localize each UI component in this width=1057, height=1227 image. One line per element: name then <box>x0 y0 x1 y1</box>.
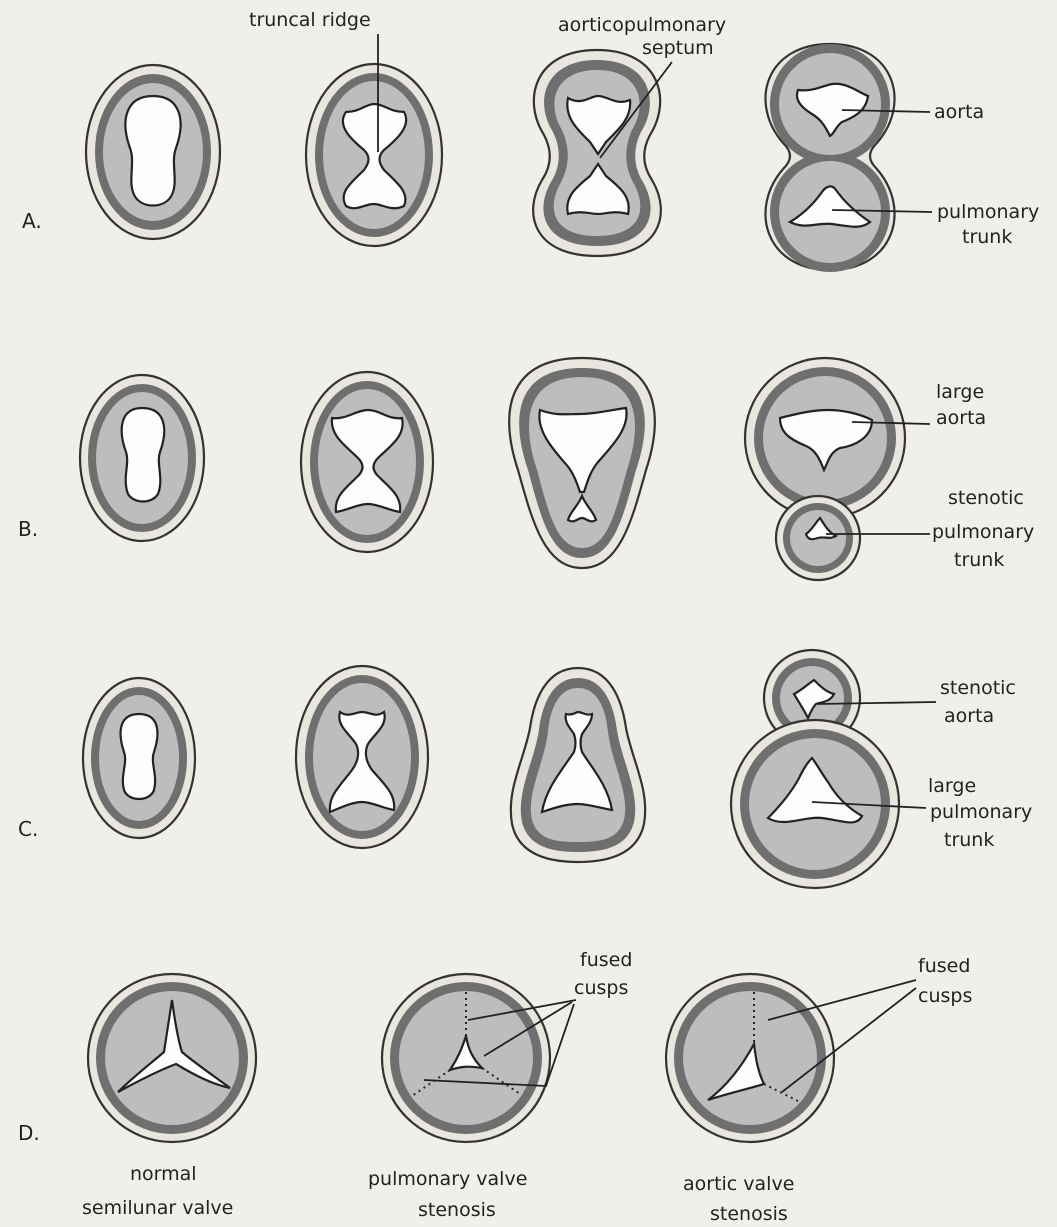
caption-normal-1: normal <box>130 1163 197 1185</box>
label-fused-cusps-1b: cusps <box>574 977 628 999</box>
row-b-stage-2-vessel <box>301 372 433 552</box>
label-large-pulm-2: pulmonary <box>930 801 1032 823</box>
label-septum: septum <box>642 37 714 59</box>
pulmonary-valve-stenosis <box>382 974 550 1142</box>
label-large-aorta-2: aorta <box>936 407 986 429</box>
row-label-c: C. <box>18 817 38 841</box>
row-a-stage-3-vessel <box>533 50 661 256</box>
row-a-stage-2-vessel <box>306 64 442 246</box>
row-a-stage-4-vessel <box>765 44 894 272</box>
label-aorta: aorta <box>934 101 984 123</box>
caption-pulm-stenosis-2: stenosis <box>418 1199 496 1221</box>
label-pulmonary-1: pulmonary <box>937 201 1039 223</box>
label-large-pulm-1: large <box>928 775 976 797</box>
row-label-d: D. <box>18 1121 40 1145</box>
row-b-stage-1-vessel <box>80 375 204 541</box>
aortic-valve-stenosis <box>666 974 834 1142</box>
label-large-pulm-3: trunk <box>944 829 994 851</box>
row-a-stage-1-vessel <box>86 65 220 239</box>
label-truncal-ridge: truncal ridge <box>249 9 371 31</box>
caption-aortic-stenosis-2: stenosis <box>710 1203 788 1225</box>
caption-normal-2: semilunar valve <box>82 1197 233 1219</box>
row-c-stage-1-vessel <box>83 678 195 838</box>
label-fused-cusps-2a: fused <box>918 955 970 977</box>
row-c-stage-2-vessel <box>296 666 428 848</box>
row-b-stage-3-vessel <box>509 358 655 568</box>
label-pulmonary-2: trunk <box>962 226 1012 248</box>
label-stenotic-pulm-3: trunk <box>954 549 1004 571</box>
label-stenotic-aorta-2: aorta <box>944 705 994 727</box>
row-c-stage-3-vessel <box>511 668 645 862</box>
label-fused-cusps-1a: fused <box>580 949 632 971</box>
label-fused-cusps-2b: cusps <box>918 985 972 1007</box>
label-stenotic-aorta-1: stenotic <box>940 677 1016 699</box>
row-c-stage-4-vessel <box>731 650 899 888</box>
normal-semilunar-valve <box>88 974 256 1142</box>
caption-pulm-stenosis-1: pulmonary valve <box>368 1168 527 1190</box>
label-aorticopulmonary: aorticopulmonary <box>558 14 726 36</box>
row-label-a: A. <box>22 209 42 233</box>
row-label-b: B. <box>18 517 38 541</box>
label-stenotic-pulm-1: stenotic <box>948 487 1024 509</box>
row-b-stage-4-vessel <box>745 358 905 580</box>
label-large-aorta-1: large <box>936 381 984 403</box>
label-stenotic-pulm-2: pulmonary <box>932 521 1034 543</box>
caption-aortic-stenosis-1: aortic valve <box>683 1173 794 1195</box>
